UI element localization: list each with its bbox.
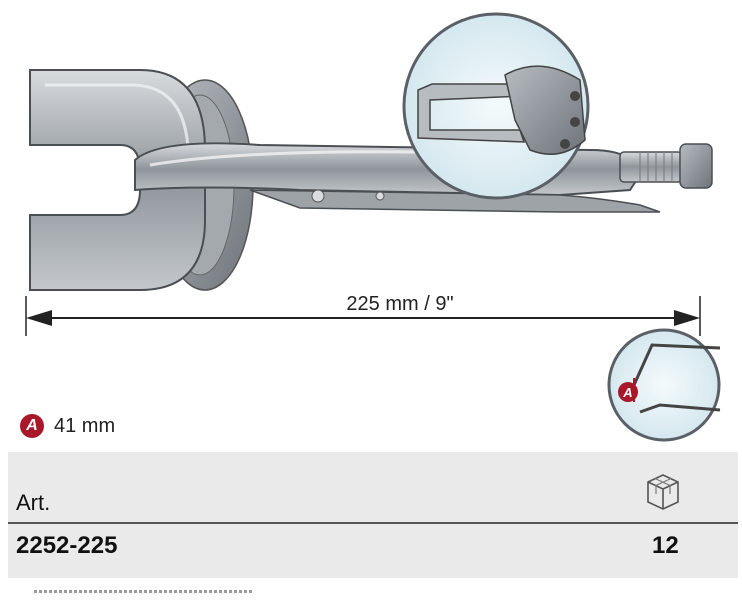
detail-zoom-top: [402, 12, 590, 200]
dimension-line: [25, 296, 701, 336]
article-number: 2252-225: [16, 532, 118, 559]
jaw-opening-detail: A: [607, 328, 721, 442]
lower-lever: [249, 189, 661, 213]
detail-badge-letter: A: [622, 385, 632, 400]
jaw-opening-spec: A 41 mm: [20, 412, 115, 440]
footer-fine-print: [34, 590, 254, 593]
a-badge-icon: A: [20, 414, 44, 438]
pack-quantity: 12: [652, 532, 679, 559]
header-article: Art.: [16, 490, 51, 515]
length-dimension-label: 225 mm / 9": [300, 293, 500, 316]
table-divider: [8, 522, 738, 524]
article-table: Art. 2252-225 12: [8, 452, 738, 578]
adjustment-screw: [619, 143, 713, 189]
rivet: [311, 189, 325, 203]
box-package-icon: [647, 474, 679, 510]
jaw-opening-value: 41 mm: [54, 414, 116, 437]
tool-illustration: A: [25, 12, 721, 442]
rivet: [375, 191, 385, 201]
